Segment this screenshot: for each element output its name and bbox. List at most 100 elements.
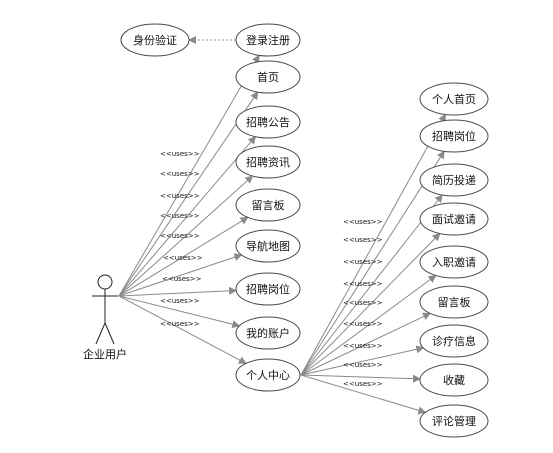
use-case-right-7: 诊疗信息 [419,324,489,358]
hub-edge-6 [300,312,432,376]
use-case-right-1-label: 个人首页 [432,92,476,106]
use-case-left-8: 我的账户 [235,316,301,350]
stereotype-right-8: <<uses>> [343,361,383,369]
use-case-right-4-shape [419,202,489,236]
stereotype-left-3: <<uses>> [160,192,200,200]
use-case-right-5: 入职邀请 [419,245,489,279]
actor-edge-4 [118,175,254,297]
stereotype-right-4: <<uses>> [343,280,383,288]
hub-edge-1 [300,113,446,376]
hub-edge-8 [300,374,422,383]
use-case-right-8-shape [419,363,489,397]
use-case-left-9-label: 个人中心 [246,369,290,382]
stereotype-right-1: <<uses>> [343,218,383,226]
stereotype-left-7: <<uses>> [162,275,202,283]
actor-edge-2 [118,91,259,297]
actor-edge-3 [118,135,257,297]
use-case-right-4-label: 面试邀请 [432,212,476,226]
use-case-left-9-shape [235,358,301,392]
use-case-identity-verification-label: 身份验证 [133,33,177,47]
use-case-left-4: 招聘资讯 [235,145,301,179]
actor-edge-9 [118,295,247,364]
use-case-identity-verification-shape [120,23,190,57]
hub-edge-3 [300,194,443,376]
use-case-left-8-label: 我的账户 [246,326,290,340]
stereotype-labels: <<uses>> <<uses>> <<uses>> <<uses>> <<uses>>… [160,150,383,388]
actor-figure: 企业用户 [83,274,127,361]
use-case-right-1: 个人首页 [419,82,489,116]
use-case-right-9-label: 评论管理 [432,414,476,428]
stereotype-left-5: <<uses>> [160,232,200,240]
hub-edge-2 [300,150,445,376]
stereotype-right-6: <<uses>> [343,320,383,328]
actor-label: 企业用户 [83,347,127,361]
hub-edge-7 [300,345,425,376]
use-case-left-9: 个人中心 [235,358,301,392]
stereotype-right-2: <<uses>> [343,236,383,244]
actor-head [97,274,113,290]
actor-edge-6 [118,253,243,297]
stereotype-left-8: <<uses>> [160,297,200,305]
use-case-left-7-shape [235,272,301,306]
stereotype-right-5: <<uses>> [343,299,383,307]
stereotype-left-9: <<uses>> [160,320,200,328]
use-case-right-9-shape [419,404,489,438]
stereotype-left-6: <<uses>> [163,254,203,262]
stereotype-left-1: <<uses>> [160,150,200,158]
use-case-right-2: 招聘岗位 [419,119,489,153]
use-case-right-7-label: 诊疗信息 [432,334,476,348]
use-case-left-6-shape [235,229,301,263]
use-case-left-6: 导航地图 [235,229,301,263]
use-case-left-4-label: 招聘资讯 [246,155,290,169]
use-case-right-9: 评论管理 [419,404,489,438]
use-case-right-6: 留言板 [419,285,489,319]
use-case-right-2-label: 招聘岗位 [432,129,476,143]
hub-edge-9 [300,374,427,415]
use-case-left-1-label: 登录注册 [246,33,290,47]
use-case-left-2: 首页 [235,60,301,94]
use-case-left-5-shape [235,188,301,222]
use-case-left-2-shape [235,60,301,94]
stereotype-right-3: <<uses>> [343,258,383,266]
actor-edge-7 [118,286,238,297]
actor-edge-5 [118,216,249,297]
use-case-right-7-shape [419,324,489,358]
actor-right-leg [104,322,115,345]
use-case-left-5: 留言板 [235,188,301,222]
hub-edge-4 [300,232,441,376]
use-case-left-7-label: 招聘岗位 [246,282,290,296]
use-case-left-3-shape [235,105,301,139]
use-case-right-3: 简历投递 [419,163,489,197]
use-case-nodes: 登录注册首页招聘公告招聘资讯留言板导航地图招聘岗位我的账户个人中心个人首页招聘岗… [120,23,489,438]
use-case-left-5-label: 留言板 [252,198,285,212]
use-case-left-4-shape [235,145,301,179]
use-case-right-4: 面试邀请 [419,202,489,236]
use-case-left-3-label: 招聘公告 [246,115,290,129]
use-case-left-2-label: 首页 [257,70,279,84]
use-case-right-8: 收藏 [419,363,489,397]
use-case-right-3-label: 简历投递 [432,173,476,187]
actor-left-leg [95,322,106,345]
use-case-right-6-shape [419,285,489,319]
actor-edge-1 [118,54,260,297]
use-case-right-1-shape [419,82,489,116]
use-case-right-5-label: 入职邀请 [432,255,476,269]
stereotype-right-7: <<uses>> [343,342,383,350]
use-case-left-6-label: 导航地图 [246,239,290,253]
use-case-left-3: 招聘公告 [235,105,301,139]
use-case-left-1: 登录注册 [235,23,301,57]
use-case-right-5-shape [419,245,489,279]
hub-edge-5 [300,274,437,376]
use-case-right-3-shape [419,163,489,197]
actor-edge-8 [118,295,241,329]
use-case-right-2-shape [419,119,489,153]
use-case-right-6-label: 留言板 [438,295,471,309]
stereotype-left-2: <<uses>> [160,170,200,178]
use-case-left-7: 招聘岗位 [235,272,301,306]
stereotype-left-4: <<uses>> [160,212,200,220]
use-case-identity-verification: 身份验证 [120,23,190,57]
use-case-left-1-shape [235,23,301,57]
association-lines [118,36,446,415]
stereotype-right-9: <<uses>> [343,380,383,388]
